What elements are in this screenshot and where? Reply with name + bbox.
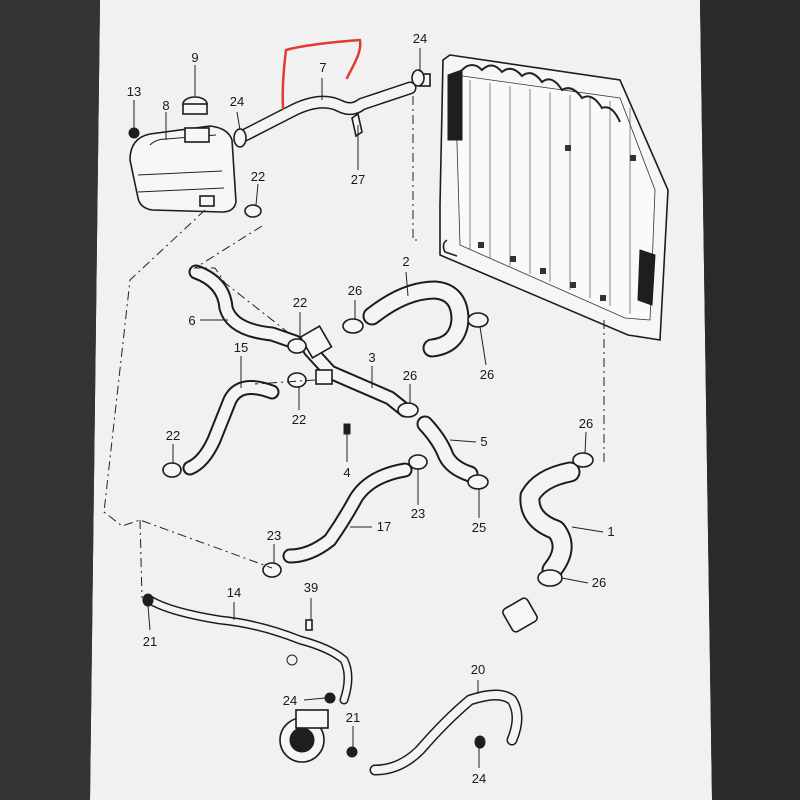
callout-25: 25 xyxy=(472,520,486,535)
callout-14: 14 xyxy=(227,585,241,600)
hose-20 xyxy=(369,689,523,776)
callout-24: 24 xyxy=(230,94,244,109)
hose-7 xyxy=(238,81,417,142)
clamps xyxy=(142,69,594,758)
callout-4: 4 xyxy=(343,465,350,480)
callout-26: 26 xyxy=(480,367,494,382)
callout-23: 23 xyxy=(411,506,425,521)
paper-shadow-right xyxy=(700,0,800,800)
hose-1 xyxy=(502,461,581,633)
hose-17 xyxy=(282,462,413,564)
callout-39: 39 xyxy=(304,580,318,595)
radiator xyxy=(419,54,669,341)
coolant-reservoir xyxy=(129,125,237,213)
callout-22: 22 xyxy=(251,169,265,184)
hose-14 xyxy=(145,595,353,705)
callout-27: 27 xyxy=(351,172,365,187)
red-annotation-bracket xyxy=(281,38,362,110)
callout-5: 5 xyxy=(480,434,487,449)
hose-15 xyxy=(182,380,280,476)
callout-24: 24 xyxy=(472,771,486,786)
callout-21: 21 xyxy=(143,634,157,649)
callout-1: 1 xyxy=(607,524,614,539)
callout-9: 9 xyxy=(191,50,198,65)
callout-26: 26 xyxy=(348,283,362,298)
pipe-3 xyxy=(299,325,413,418)
callout-17: 17 xyxy=(377,519,391,534)
callout-26: 26 xyxy=(592,575,606,590)
callout-6: 6 xyxy=(188,313,195,328)
callout-26: 26 xyxy=(579,416,593,431)
callout-24: 24 xyxy=(413,31,427,46)
callout-3: 3 xyxy=(368,350,375,365)
callout-23: 23 xyxy=(267,528,281,543)
callout-labels: 9 13 8 24 7 24 27 22 2 6 22 26 26 15 3 2… xyxy=(127,31,615,786)
callout-22: 22 xyxy=(166,428,180,443)
callout-15: 15 xyxy=(234,340,248,355)
callout-24: 24 xyxy=(283,693,297,708)
paper-shadow-left xyxy=(0,0,100,800)
callout-22: 22 xyxy=(293,295,307,310)
callout-26: 26 xyxy=(403,368,417,383)
hose-2 xyxy=(362,280,470,358)
callout-21: 21 xyxy=(346,710,360,725)
bleed-screw xyxy=(128,127,140,139)
assembly-boundary xyxy=(103,96,605,599)
callout-20: 20 xyxy=(471,662,485,677)
callout-7: 7 xyxy=(319,60,326,75)
reservoir-cap xyxy=(182,96,208,115)
leader-lines xyxy=(133,48,604,768)
water-pump xyxy=(279,709,329,763)
hose-5 xyxy=(416,415,479,483)
callout-22: 22 xyxy=(292,412,306,427)
callout-8: 8 xyxy=(162,98,169,113)
callout-13: 13 xyxy=(127,84,141,99)
hose-6 xyxy=(188,264,303,350)
callout-2: 2 xyxy=(402,254,409,269)
